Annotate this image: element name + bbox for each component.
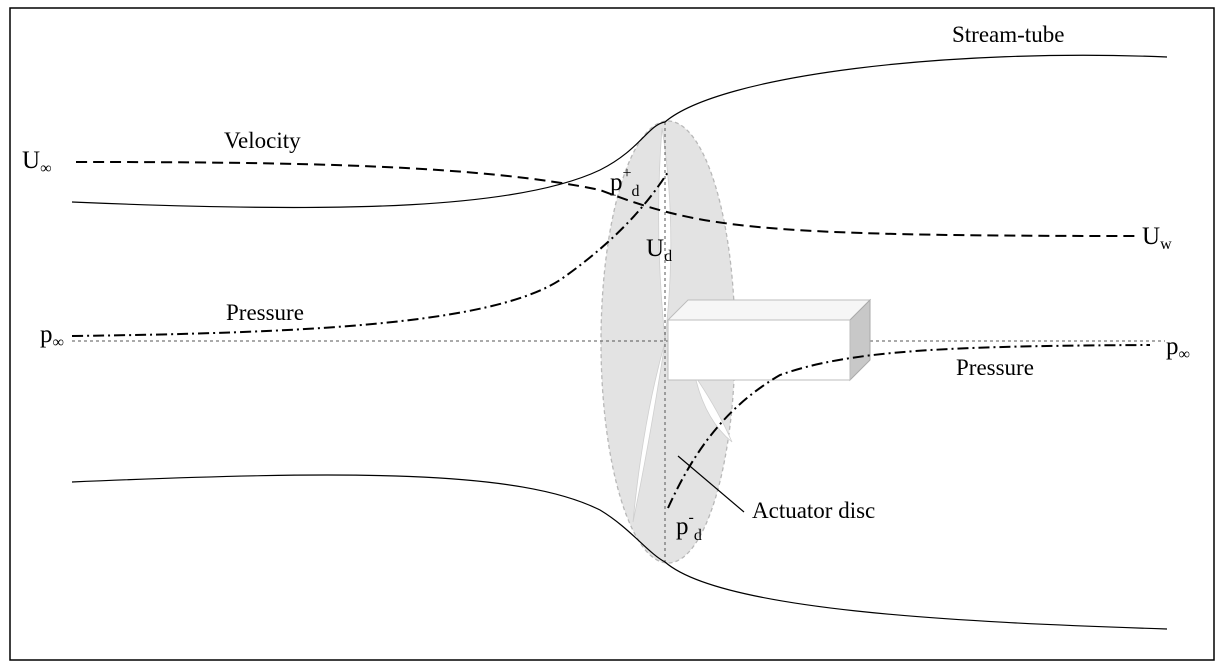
stream-tube-upper bbox=[71, 54, 1168, 209]
rotor-blade-lower-right bbox=[694, 375, 733, 443]
nacelle bbox=[666, 298, 872, 382]
p-d-plus-symbol: p+d bbox=[610, 165, 640, 200]
actuator-disc-leader-line bbox=[677, 455, 745, 513]
p-inf-right-symbol: p∞ bbox=[1166, 333, 1190, 363]
p-inf-left-symbol: p∞ bbox=[40, 321, 64, 351]
u-w-symbol: Uw bbox=[1142, 223, 1172, 253]
rotor-blade-lower-left bbox=[632, 341, 666, 523]
pressure-downstream-label: Pressure bbox=[956, 355, 1034, 380]
p-d-minus-symbol: p-d bbox=[676, 509, 702, 544]
stream-tube-lower bbox=[71, 474, 1168, 630]
pressure-curve-upstream bbox=[71, 171, 669, 337]
velocity-label: Velocity bbox=[224, 128, 301, 153]
actuator-disc-label: Actuator disc bbox=[752, 498, 875, 523]
pressure-curve-downstream bbox=[667, 344, 1151, 509]
u-inf-symbol: U∞ bbox=[22, 147, 51, 177]
velocity-curve bbox=[75, 161, 1138, 237]
pressure-upstream-label: Pressure bbox=[226, 300, 304, 325]
u-d-symbol: Ud bbox=[646, 235, 672, 265]
diagram-frame bbox=[9, 7, 1215, 661]
stream-tube-label: Stream-tube bbox=[952, 22, 1064, 47]
